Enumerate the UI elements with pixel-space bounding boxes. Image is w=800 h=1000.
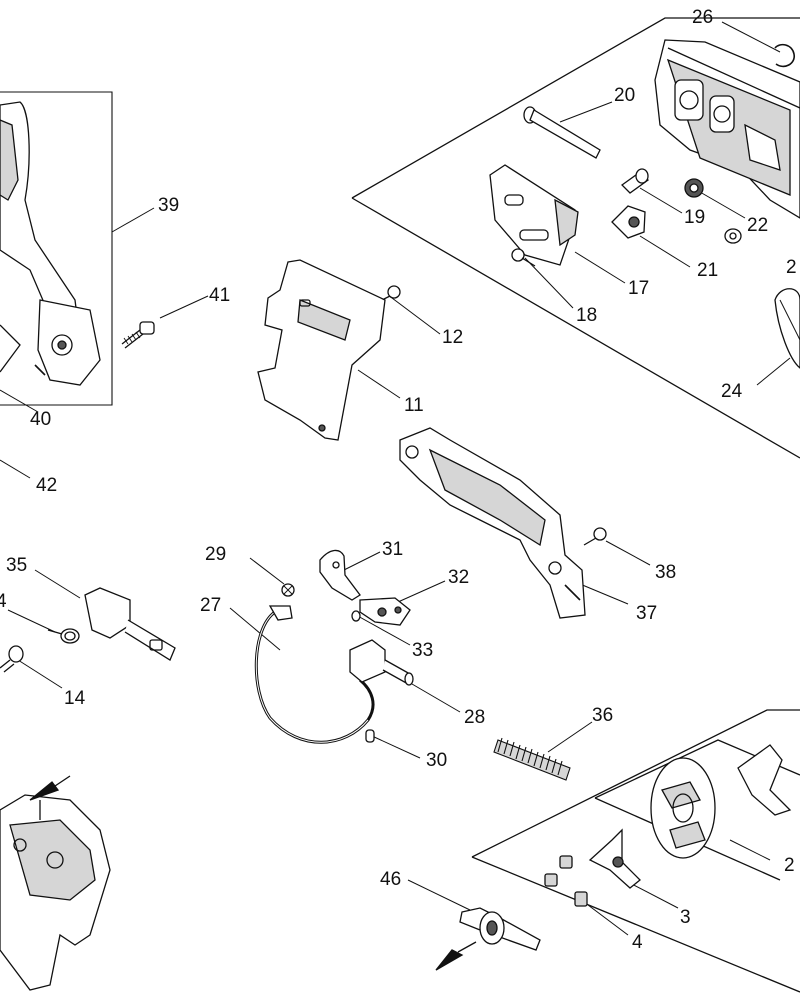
- part-screw-38: [583, 527, 607, 546]
- callout-35: 35: [6, 555, 28, 576]
- callout-31: 31: [382, 539, 404, 560]
- callout-20: 20: [614, 85, 636, 106]
- part-link-32: [359, 597, 411, 626]
- callout-37: 37: [636, 603, 658, 624]
- callout-3: 3: [680, 907, 691, 928]
- callout-cropped-right-top: 2: [786, 257, 797, 278]
- part-cover-37: [399, 427, 586, 619]
- part-24: [774, 288, 800, 369]
- part-40: [0, 324, 21, 373]
- part-clutch-spider-top: [737, 744, 792, 816]
- part-clutch-drum-2: [650, 757, 716, 859]
- part-spring-34: [47, 628, 80, 644]
- callout-36: 36: [592, 705, 614, 726]
- group-frame-top-right: [351, 17, 800, 459]
- callout-41: 41: [209, 285, 231, 306]
- part-spring-36: [493, 737, 571, 781]
- callout-14: 14: [64, 688, 86, 709]
- callout-30: 30: [426, 750, 448, 771]
- part-pin-33: [351, 610, 361, 622]
- callout-28: 28: [464, 707, 486, 728]
- callout-27: 27: [200, 595, 222, 616]
- part-lever-31: [319, 549, 361, 601]
- part-housing-bottom-left: [0, 794, 111, 991]
- callout-11: 11: [404, 395, 424, 416]
- callout-46: 46: [380, 869, 402, 890]
- callout-cropped-left: 4: [0, 591, 7, 612]
- callout-24: 24: [721, 381, 743, 402]
- part-brake-band-27: [254, 605, 375, 744]
- callout-42: 42: [36, 475, 58, 496]
- callout-39: 39: [158, 195, 180, 216]
- part-springs-small: [544, 855, 588, 907]
- part-stud-20: [523, 106, 601, 159]
- part-handle-39: [0, 101, 101, 386]
- arrow-left: [29, 775, 71, 801]
- part-anchor-28: [349, 639, 414, 686]
- group-frame-left: [0, 91, 113, 406]
- callout-26: 26: [692, 7, 714, 28]
- part-washer-23: [724, 228, 742, 244]
- part-clutch-shoe-3: [588, 828, 641, 889]
- callout-cropped-right-bottom: 2: [784, 855, 795, 876]
- callout-29: 29: [205, 544, 227, 565]
- callout-4: 4: [632, 932, 643, 953]
- arrow-bottom: [435, 941, 477, 971]
- part-pin-19: [621, 168, 649, 194]
- leader-lines: [0, 21, 791, 936]
- part-bracket-11: [257, 259, 386, 441]
- part-bolt-41: [121, 321, 155, 349]
- part-plate-17: [489, 164, 579, 266]
- callout-38: 38: [655, 562, 677, 583]
- part-plate-35: [84, 587, 176, 661]
- callout-32: 32: [448, 567, 470, 588]
- part-clip-26: [774, 43, 795, 68]
- part-bolt-14: [0, 645, 24, 673]
- part-pin-30: [365, 729, 375, 743]
- callout-17: 17: [628, 278, 650, 299]
- callout-19: 19: [684, 207, 706, 228]
- callout-18: 18: [576, 305, 598, 326]
- callout-22: 22: [747, 215, 769, 236]
- callout-21: 21: [697, 260, 719, 281]
- callout-40: 40: [30, 409, 52, 430]
- part-tensioner-21: [611, 205, 646, 239]
- callout-33: 33: [412, 640, 434, 661]
- callout-12: 12: [442, 327, 464, 348]
- part-bearing-46: [459, 907, 541, 951]
- part-bar-mount-frame: [654, 39, 800, 219]
- part-screw-29: [281, 583, 295, 597]
- part-nut-22: [684, 178, 704, 198]
- part-screw-18: [511, 248, 536, 267]
